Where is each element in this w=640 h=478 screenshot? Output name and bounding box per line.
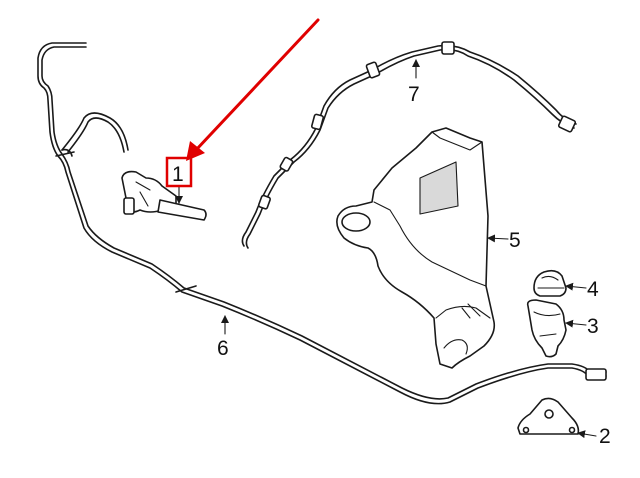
leader-lines bbox=[175, 59, 597, 439]
leader-5 bbox=[487, 234, 509, 243]
washer-hose bbox=[37, 42, 607, 405]
label-part-5: 5 bbox=[509, 229, 521, 252]
leader-2 bbox=[577, 430, 597, 439]
label-part-1: 1 bbox=[172, 163, 184, 186]
leader-3 bbox=[565, 319, 587, 328]
pump-seal bbox=[526, 299, 567, 358]
washer-pump bbox=[121, 170, 207, 221]
reservoir-cap bbox=[533, 269, 567, 297]
washer-reservoir bbox=[336, 127, 496, 369]
label-part-3: 3 bbox=[587, 315, 599, 338]
callout-arrow-line bbox=[194, 18, 320, 152]
label-1-highlight-box bbox=[165, 156, 193, 188]
callout-arrow-head bbox=[186, 141, 205, 161]
label-part-4: 4 bbox=[587, 278, 599, 301]
rear-washer-hose bbox=[241, 41, 577, 249]
leader-4 bbox=[565, 282, 587, 291]
label-part-7: 7 bbox=[408, 83, 420, 106]
mounting-bracket bbox=[517, 397, 580, 435]
callout-arrow bbox=[186, 18, 320, 161]
label-part-2: 2 bbox=[599, 425, 611, 448]
label-part-6: 6 bbox=[217, 337, 229, 360]
